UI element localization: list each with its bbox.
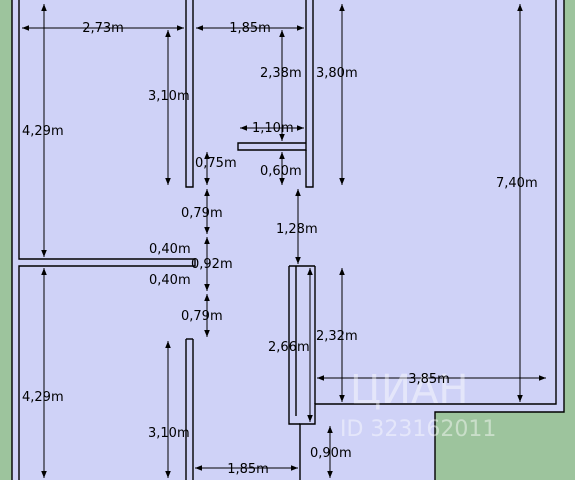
label-0-90: 0,90m: [310, 446, 352, 461]
label-wall-3-10-bottom: 3,10m: [148, 426, 190, 441]
label-3-80: 3,80m: [316, 66, 358, 81]
label-0-60: 0,60m: [260, 164, 302, 179]
label-2-32: 2,32m: [316, 329, 358, 344]
dimension-labels: 2,73m 1,85m 4,29m 3,10m 2,38m 3,80m 1,10…: [22, 21, 538, 477]
label-wall-3-10-top: 3,10m: [148, 89, 190, 104]
label-2-66: 2,66m: [268, 340, 310, 355]
label-7-40: 7,40m: [496, 176, 538, 191]
label-0-79-bottom: 0,79m: [181, 309, 223, 324]
label-0-92: 0,92m: [191, 257, 233, 272]
walls: [11, 0, 565, 480]
label-room2-width: 1,85m: [229, 21, 271, 36]
label-0-40-a: 0,40m: [149, 242, 191, 257]
watermark-id: ID 323162011: [340, 417, 496, 442]
label-1-10: 1,10m: [252, 121, 294, 136]
watermark-brand: ЦИАН: [350, 367, 468, 413]
label-room3-height: 4,29m: [22, 390, 64, 405]
label-room1-width: 2,73m: [82, 21, 124, 36]
label-0-40-b: 0,40m: [149, 273, 191, 288]
dimension-lines: [22, 3, 546, 478]
label-3-85: 3,85m: [408, 372, 450, 387]
label-room1-height: 4,29m: [22, 124, 64, 139]
label-0-75: 0,75m: [195, 156, 237, 171]
label-0-79-top: 0,79m: [181, 206, 223, 221]
label-1-28: 1,28m: [276, 222, 318, 237]
watermark: ЦИАН ID 323162011: [340, 367, 496, 442]
label-room4-width: 1,85m: [227, 462, 269, 477]
label-2-38: 2,38m: [260, 66, 302, 81]
